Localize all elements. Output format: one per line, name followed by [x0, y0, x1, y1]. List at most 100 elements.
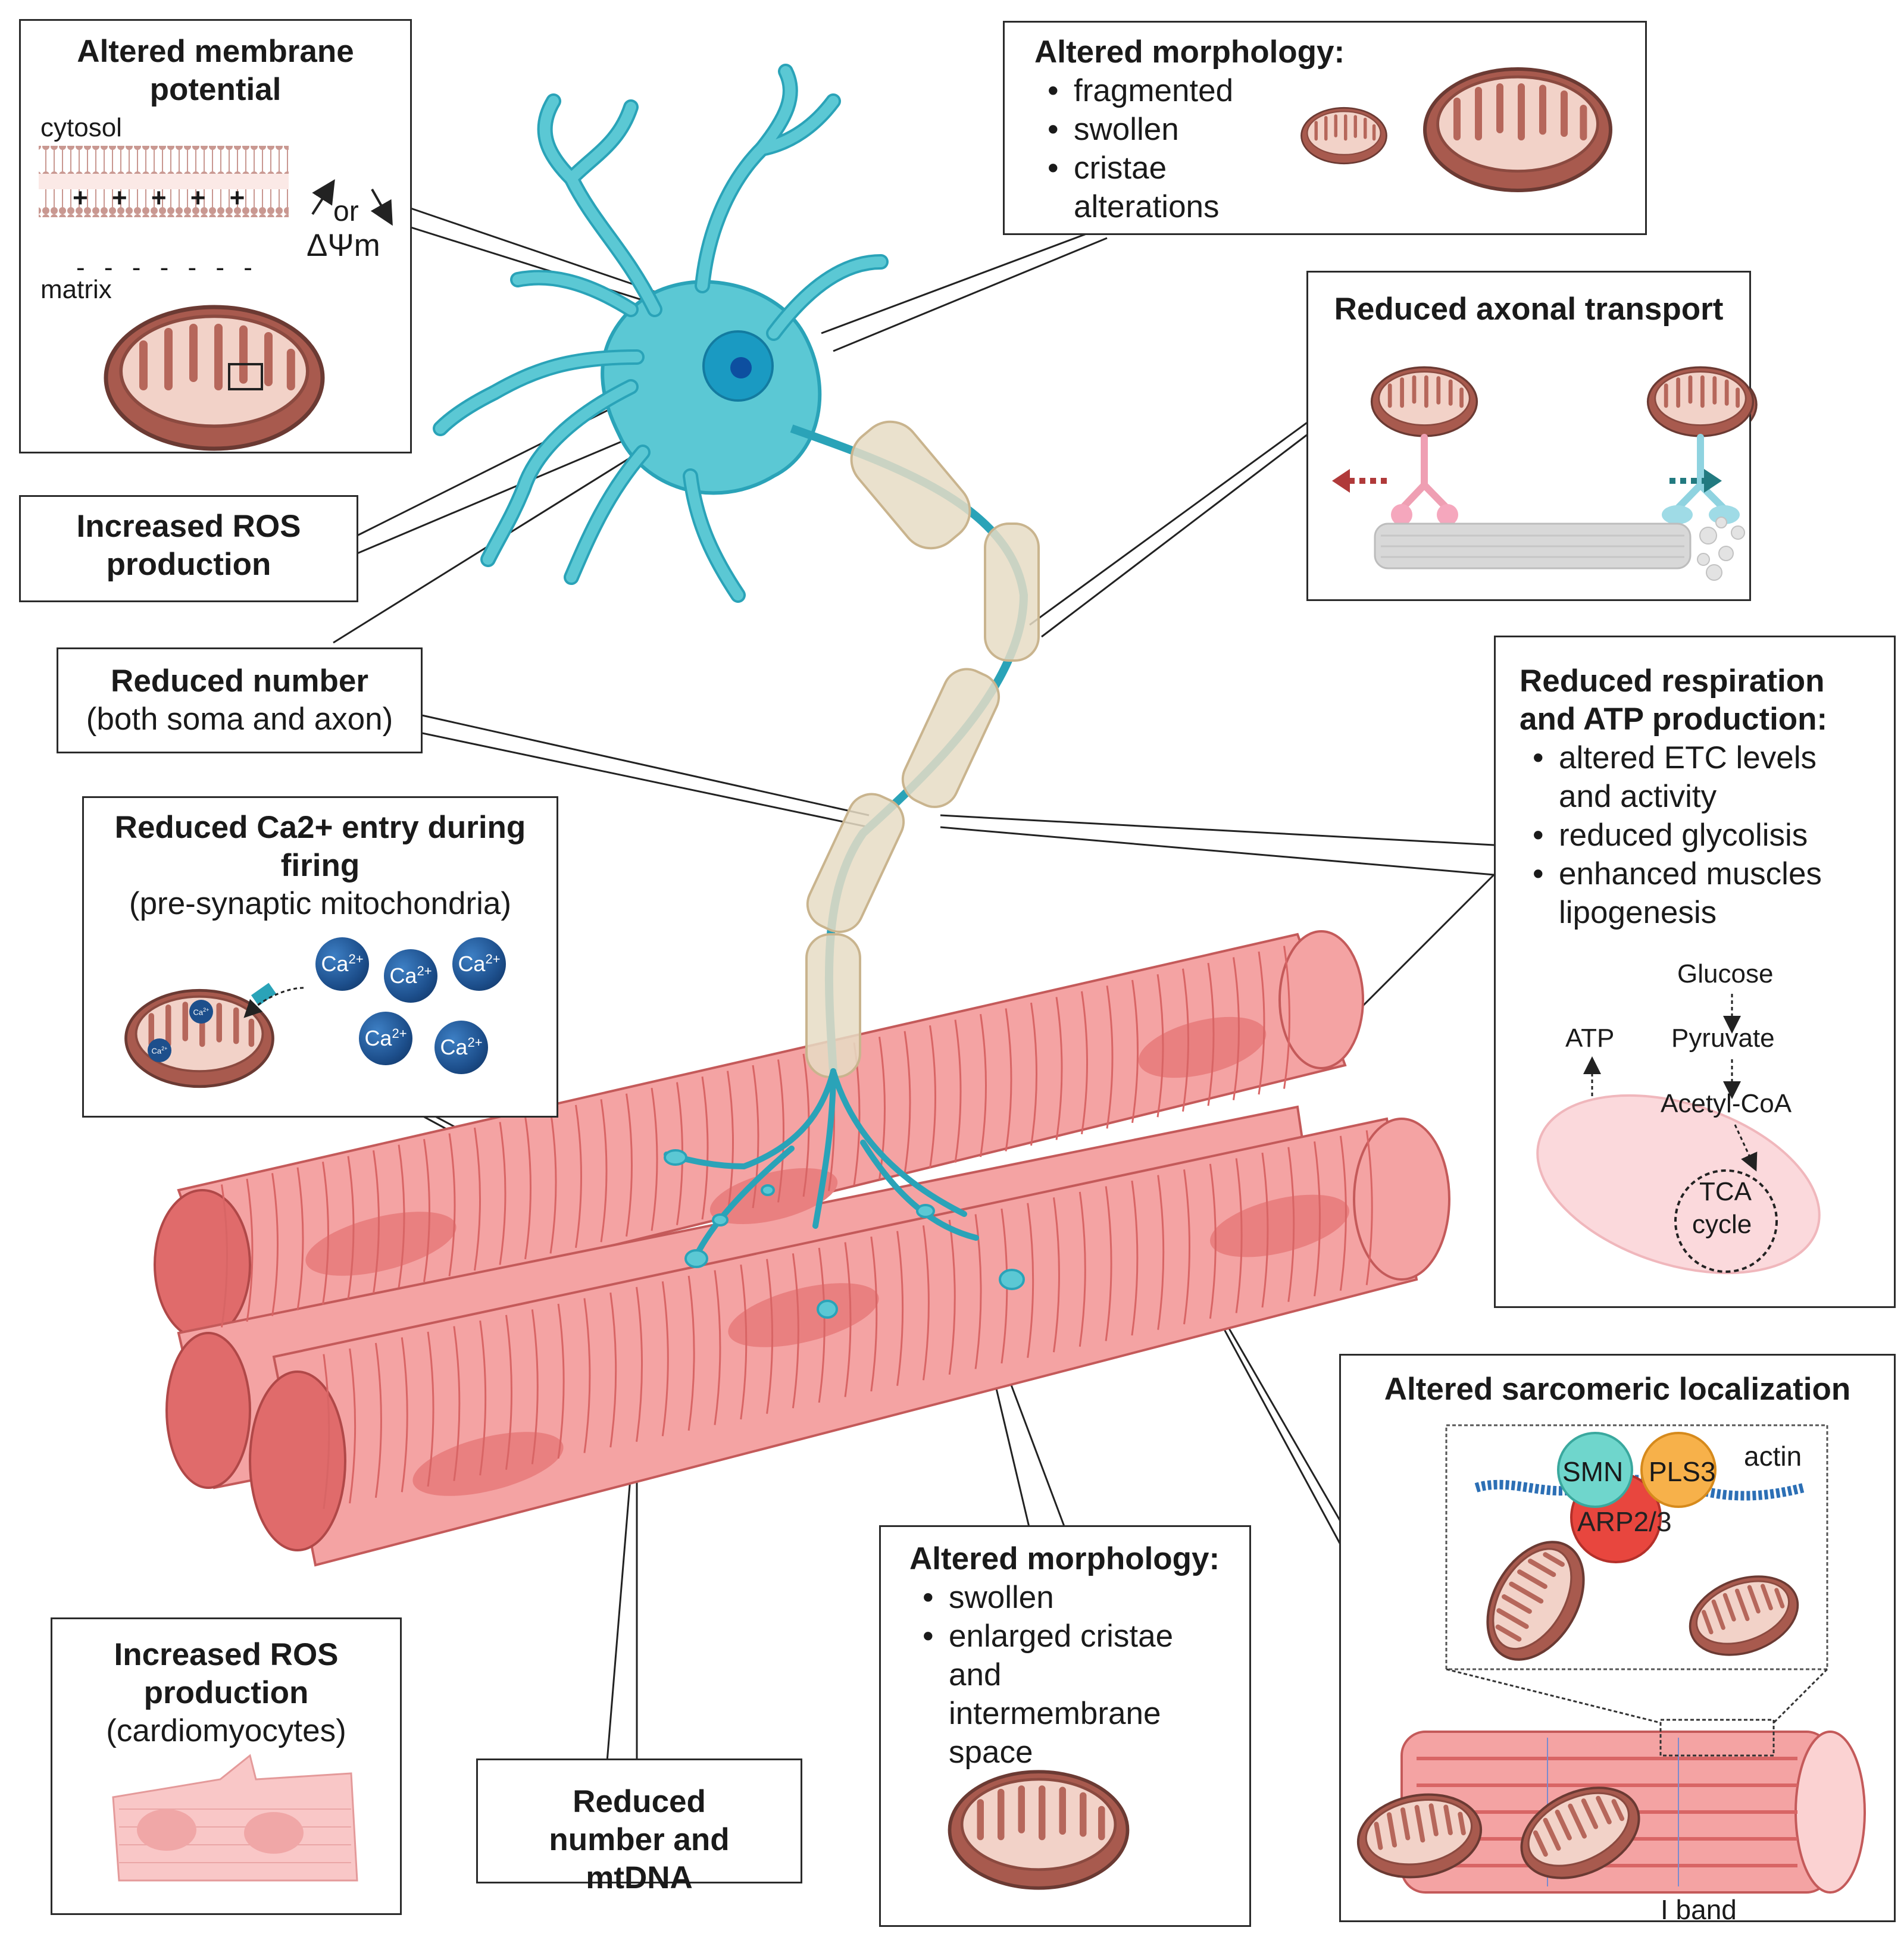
calcium-ion: Ca2+ — [359, 1012, 412, 1065]
list-item: reduced glycolisis — [1520, 816, 1877, 855]
neuron — [433, 64, 1040, 1319]
neuron-number-subtitle: (both soma and axon) — [86, 702, 393, 737]
muscle-stripe — [1339, 1135, 1347, 1291]
list-item: enhanced muscles lipogenesis — [1520, 855, 1877, 932]
muscle-stripe — [427, 1331, 434, 1487]
muscle-stripe — [948, 1219, 956, 1375]
muscle-stripe — [954, 1019, 962, 1163]
calcium-ion: Ca2+ — [315, 937, 369, 991]
muscle-stripe — [557, 1303, 565, 1459]
muscle-morphology-panel: Altered morphology: swollen enlarged cri… — [879, 1525, 1251, 1927]
calcium-ion-label: Ca2+ — [193, 1006, 210, 1017]
muscle-stripe — [448, 1133, 456, 1276]
muscle-stripe — [271, 1173, 279, 1316]
muscle-stripe — [766, 1259, 774, 1414]
muscle-stripe — [1261, 1152, 1269, 1308]
muscle-stripe — [777, 1059, 784, 1203]
muscle-stripe — [878, 1037, 886, 1180]
sarcomeric-panel: Altered sarcomeric localization — [1339, 1354, 1896, 1922]
muscle-stripe — [844, 1242, 852, 1397]
muscle-stripe — [505, 1315, 512, 1470]
muscle-stripe — [423, 1138, 430, 1282]
muscle-stripe — [401, 1337, 408, 1492]
muscle-stripe — [870, 1236, 878, 1392]
muscle-stripe — [1258, 951, 1265, 1095]
number-mtdna-panel: Reduced number and mtDNA — [476, 1758, 802, 1895]
muscle-stripe — [1233, 957, 1240, 1100]
muscle-stripe — [1005, 1008, 1012, 1152]
muscle-stripe — [1106, 985, 1114, 1129]
neuron-ros-title: Increased ROS production — [76, 509, 301, 582]
number-mtdna-title: Reduced number and mtDNA — [549, 1784, 730, 1895]
calcium-ion-small: Ca2+ — [189, 1000, 213, 1024]
muscle-stripe — [1283, 946, 1290, 1089]
muscle-stripe — [246, 1178, 254, 1322]
muscle-stripe — [373, 1150, 380, 1294]
calcium-ion-small: Ca2+ — [148, 1038, 171, 1062]
calcium-ion-charge: 2+ — [392, 1026, 407, 1041]
muscle-stripe — [687, 1275, 695, 1431]
muscle-stripe — [1052, 1197, 1060, 1353]
calcium-ion-label: Ca2+ — [364, 1026, 407, 1050]
muscle-stripe — [479, 1320, 487, 1476]
calcium-ion-label: Ca2+ — [440, 1035, 483, 1059]
calcium-ion-charge: 2+ — [417, 963, 432, 978]
muscle-stripe — [661, 1281, 669, 1437]
muscle-stripe — [322, 1162, 329, 1305]
muscle-stripe — [792, 1253, 799, 1409]
muscle-stripe — [296, 1167, 304, 1311]
muscle-stripe — [1183, 1169, 1190, 1325]
muscle-stripe — [549, 1110, 557, 1254]
muscle-stripe — [349, 1348, 357, 1504]
muscle-stripe — [575, 1104, 582, 1249]
neuron-morphology-panel: Altered morphology: fragmented swollen c… — [1003, 21, 1647, 235]
calcium-ion: Ca2+ — [434, 1021, 488, 1074]
muscle-stripe — [903, 1031, 911, 1174]
respiration-panel: Reduced respiration and ATP production: … — [1494, 636, 1896, 1308]
muscle-stripe — [727, 1071, 734, 1214]
calcium-ion-charge: 2+ — [348, 952, 364, 966]
cardio-ros-title: Increased ROS production — [114, 1637, 339, 1710]
cardio-ros-panel: Increased ROS production (cardiomyocytes… — [51, 1617, 402, 1915]
muscle-stripe — [714, 1270, 721, 1425]
list-item: fragmented — [1034, 71, 1284, 110]
neuron-morphology-list: fragmented swollen cristae alterations — [1034, 71, 1284, 226]
muscle-stripe — [922, 1225, 930, 1381]
muscle-stripe — [740, 1264, 748, 1420]
muscle-stripe — [1314, 1141, 1321, 1297]
calcium-ion-charge: 2+ — [467, 1035, 483, 1050]
muscle-stripe — [1207, 962, 1215, 1106]
muscle-morphology-list: swollen enlarged cristae and intermembra… — [909, 1578, 1189, 1772]
muscle-stripe — [752, 1065, 759, 1209]
muscle-stripe — [531, 1309, 539, 1465]
muscle-stripe — [1030, 1002, 1037, 1146]
muscle-stripe — [1131, 980, 1139, 1124]
muscle-stripe — [347, 1156, 355, 1299]
muscle-stripe — [1081, 991, 1088, 1135]
muscle-stripe — [398, 1144, 405, 1288]
axonal-transport-panel: Reduced axonal transport — [1306, 271, 1751, 601]
neuron-ros-panel: Increased ROS production — [19, 495, 358, 602]
muscle-stripe — [499, 1122, 507, 1265]
neuron-number-title: Reduced number — [111, 664, 368, 699]
muscle-stripe — [701, 1076, 709, 1220]
muscle-stripe — [651, 1087, 658, 1231]
muscle-stripe — [1156, 974, 1164, 1118]
calcium-ion-label: Ca2+ — [151, 1045, 168, 1056]
calcium-ion-label: Ca2+ — [321, 952, 364, 976]
muscle-stripe — [1209, 1163, 1217, 1319]
respiration-list: altered ETC levels and activity reduced … — [1520, 739, 1877, 932]
muscle-stripe — [374, 1343, 382, 1498]
muscle-stripe — [1055, 997, 1063, 1140]
calcium-title: Reduced Ca2+ entry during firing — [114, 810, 526, 883]
muscle-stripe — [221, 1184, 228, 1328]
muscle-stripe — [1182, 968, 1189, 1112]
muscle-stripe — [453, 1326, 461, 1481]
muscle-stripe — [818, 1247, 826, 1403]
list-item: altered ETC levels and activity — [1520, 739, 1877, 816]
muscle-stripe — [636, 1287, 643, 1442]
muscle-stripe — [474, 1127, 481, 1271]
calcium-ion: Ca2+ — [452, 937, 506, 991]
muscle-stripe — [974, 1214, 982, 1369]
muscle-stripe — [609, 1292, 617, 1448]
